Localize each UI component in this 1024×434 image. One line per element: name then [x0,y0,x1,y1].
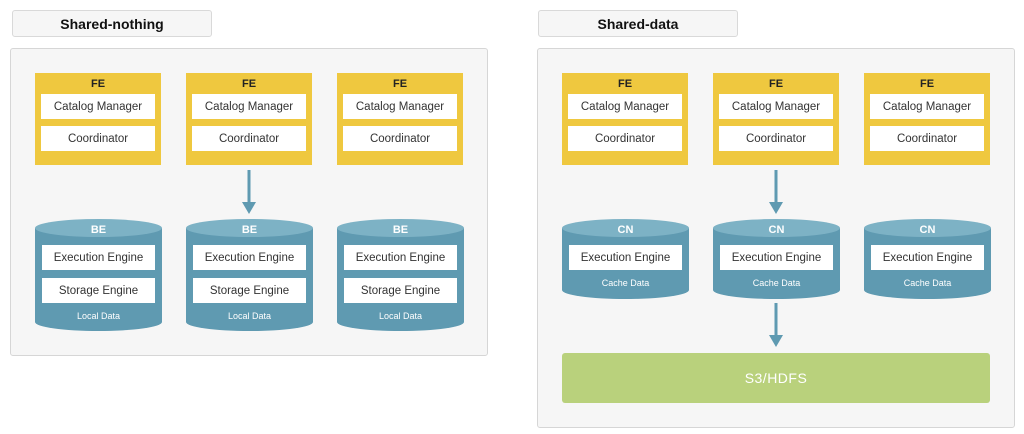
fe-node-title: FE [241,78,257,90]
fe-node: FE Catalog Manager Coordinator [562,73,688,165]
storage-engine-box: Storage Engine [42,278,155,303]
fe-node: FE Catalog Manager Coordinator [186,73,312,165]
fe-node-title: FE [919,78,935,90]
coordinator-box: Coordinator [343,126,457,151]
fe-node: FE Catalog Manager Coordinator [337,73,463,165]
be-node-title: BE [90,224,107,236]
coordinator-box: Coordinator [192,126,306,151]
down-arrow-icon [769,170,783,214]
fe-node: FE Catalog Manager Coordinator [35,73,161,165]
execution-engine-box: Execution Engine [42,245,155,270]
execution-engine-box: Execution Engine [871,245,984,270]
be-node: BE Execution Engine Storage Engine Local… [337,219,464,331]
cn-node-title: CN [919,224,936,236]
local-data-label: Local Data [378,311,423,321]
catalog-manager-box: Catalog Manager [192,94,306,119]
shared-data-title: Shared-data [538,10,738,37]
cn-node-title: CN [768,224,785,236]
be-node-title: BE [392,224,409,236]
execution-engine-box: Execution Engine [344,245,457,270]
fe-node-title: FE [392,78,408,90]
shared-storage-box: S3/HDFS [562,353,990,403]
be-node: BE Execution Engine Storage Engine Local… [35,219,162,331]
coordinator-box: Coordinator [870,126,984,151]
cache-data-label: Cache Data [903,278,952,288]
catalog-manager-box: Catalog Manager [343,94,457,119]
cache-data-label: Cache Data [601,278,650,288]
down-arrow-icon [769,303,783,347]
be-node-title: BE [241,224,258,236]
storage-engine-box: Storage Engine [344,278,457,303]
local-data-label: Local Data [76,311,121,321]
cn-node: CN Execution Engine Cache Data [562,219,689,299]
storage-engine-box: Storage Engine [193,278,306,303]
coordinator-box: Coordinator [41,126,155,151]
execution-engine-box: Execution Engine [193,245,306,270]
cache-data-label: Cache Data [752,278,801,288]
coordinator-box: Coordinator [719,126,833,151]
coordinator-box: Coordinator [568,126,682,151]
shared-nothing-title: Shared-nothing [12,10,212,37]
catalog-manager-box: Catalog Manager [568,94,682,119]
fe-node: FE Catalog Manager Coordinator [864,73,990,165]
down-arrow-icon [242,170,256,214]
fe-node-title: FE [617,78,633,90]
fe-node: FE Catalog Manager Coordinator [713,73,839,165]
catalog-manager-box: Catalog Manager [41,94,155,119]
cn-node-title: CN [617,224,634,236]
be-node: BE Execution Engine Storage Engine Local… [186,219,313,331]
cn-node: CN Execution Engine Cache Data [713,219,840,299]
execution-engine-box: Execution Engine [569,245,682,270]
fe-node-title: FE [90,78,106,90]
catalog-manager-box: Catalog Manager [719,94,833,119]
cn-node: CN Execution Engine Cache Data [864,219,991,299]
local-data-label: Local Data [227,311,272,321]
catalog-manager-box: Catalog Manager [870,94,984,119]
execution-engine-box: Execution Engine [720,245,833,270]
fe-node-title: FE [768,78,784,90]
